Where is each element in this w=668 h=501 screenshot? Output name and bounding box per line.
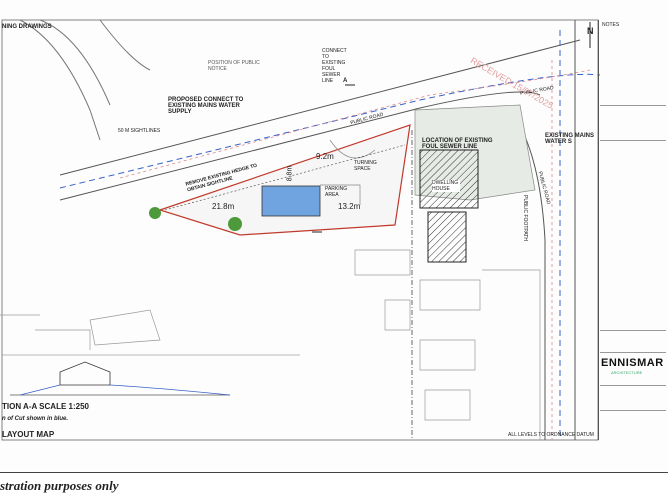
firm-logo: ENNISMAR [601, 357, 664, 369]
label-existing-water: EXISTING MAINS WATER S [545, 133, 595, 145]
label-sightlines: 50 M SIGHTLINES [118, 128, 161, 134]
label-proposed-water: PROPOSED CONNECT TO EXISTING MAINS WATER… [168, 97, 244, 115]
title-block [598, 20, 668, 440]
caption-rule [0, 472, 668, 473]
label-dwelling: DWELLING HOUSE [432, 180, 460, 192]
dim-top: 9.2m [316, 152, 334, 161]
dim-right: 13.2m [338, 202, 361, 211]
title-row [600, 105, 666, 106]
label-position-notice: POSITION OF PUBLIC NOTICE [208, 60, 260, 72]
label-connect-foul: CONNECT TO EXISTING FOUL SEWER LINE [322, 48, 347, 84]
drawing-header: NING DRAWINGS [2, 24, 52, 30]
label-location-sewer: LOCATION OF EXISTING FOUL SEWER LINE [422, 138, 493, 150]
title-row [600, 352, 666, 353]
north-arrow: N [587, 26, 594, 36]
title-row [600, 385, 666, 386]
notes-title: NOTES [602, 22, 620, 28]
firm-subtitle: ARCHITECTURE [611, 370, 643, 375]
title-row [600, 330, 666, 331]
label-turning: TURNING SPACE [354, 160, 377, 172]
label-parking: PARKING AREA [325, 186, 348, 198]
title-row [600, 140, 666, 141]
section-title: TION A-A SCALE 1:250 [2, 402, 89, 411]
drawing-sheet: NING DRAWINGS N POSITION OF PUBLIC NOTIC… [0, 19, 668, 441]
dim-side: 8.8m [286, 165, 294, 182]
site-plan-drawing [0, 19, 601, 441]
dim-left: 21.8m [212, 202, 235, 211]
section-note: n of Cut shown in blue. [2, 416, 68, 422]
caption: stration purposes only [0, 478, 119, 493]
label-public-footpath: PUBLIC FOOTPATH [521, 195, 528, 241]
title-row [600, 410, 666, 411]
ordnance-note: ALL LEVELS TO ORDNANCE DATUM [508, 432, 594, 438]
layout-map-title: LAYOUT MAP [2, 430, 55, 439]
section-mark-a: A [343, 78, 348, 84]
